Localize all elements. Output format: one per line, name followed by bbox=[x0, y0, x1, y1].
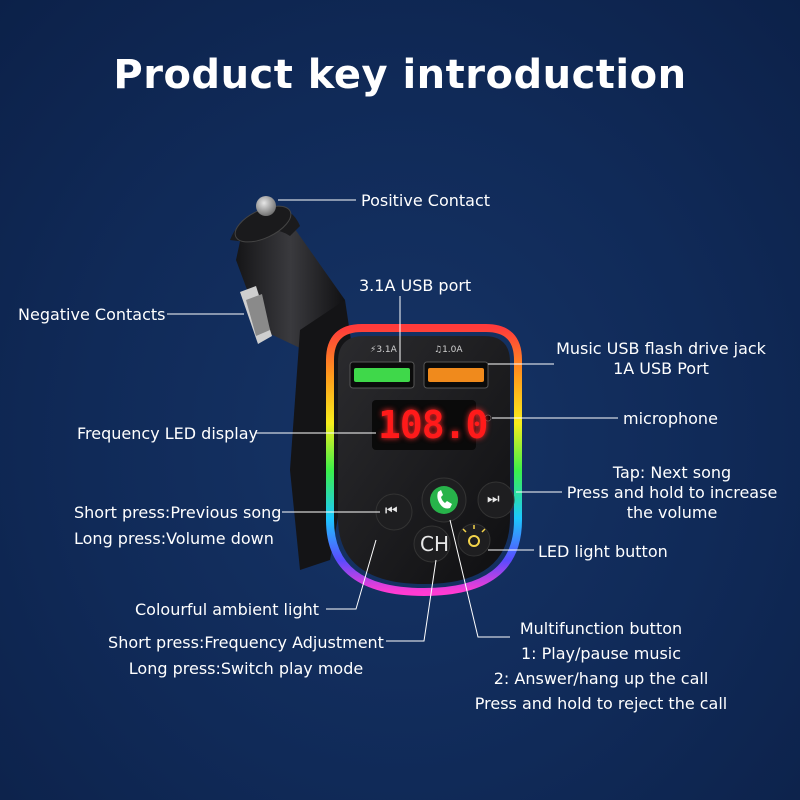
label-ambient-light: Colourful ambient light bbox=[135, 600, 320, 619]
label-ch-line1: Short press:Frequency Adjustment bbox=[108, 633, 384, 652]
phone-icon bbox=[437, 490, 452, 509]
label-ch-button: Short press:Frequency Adjustment Long pr… bbox=[106, 630, 386, 681]
bulb-icon bbox=[468, 535, 480, 547]
label-music-usb-line2: 1A USB Port bbox=[613, 359, 709, 378]
positive-contact-tip bbox=[256, 196, 276, 216]
ch-button[interactable] bbox=[413, 525, 451, 563]
label-ch-line2: Long press:Switch play mode bbox=[128, 659, 364, 678]
label-frequency-display: Frequency LED display bbox=[77, 424, 258, 443]
bulb-rays-icon bbox=[462, 525, 486, 533]
label-prev-line2: Long press:Volume down bbox=[74, 529, 274, 548]
next-button[interactable] bbox=[477, 481, 515, 519]
label-multi-line1: Multifunction button bbox=[519, 619, 683, 638]
label-microphone: microphone bbox=[623, 409, 718, 428]
label-multi-line4: Press and hold to reject the call bbox=[474, 694, 728, 713]
port-10a-label: ♫1.0A bbox=[434, 345, 463, 355]
label-next-line2: Press and hold to increase bbox=[566, 483, 778, 502]
previous-icon: ⏮ bbox=[385, 503, 398, 519]
phone-icon-bg bbox=[430, 486, 458, 514]
label-prev-line1: Short press:Previous song bbox=[74, 503, 282, 522]
page-title: Product key introduction bbox=[113, 52, 687, 98]
label-usb-31a: 3.1A USB port bbox=[359, 276, 472, 295]
microphone-hole bbox=[484, 414, 492, 422]
label-led-button: LED light button bbox=[538, 542, 668, 561]
car-plug bbox=[230, 196, 345, 348]
next-icon: ⏭ bbox=[487, 491, 500, 507]
frequency-display-value: 108.0 bbox=[378, 403, 488, 447]
label-negative-contacts: Negative Contacts bbox=[18, 305, 166, 324]
label-next-line1: Tap: Next song bbox=[612, 463, 732, 482]
label-multifunction: Multifunction button 1: Play/pause music… bbox=[470, 616, 732, 716]
label-music-usb: Music USB flash drive jack 1A USB Port bbox=[556, 336, 766, 381]
ch-button-label: CH bbox=[420, 532, 450, 556]
label-next-song: Tap: Next song Press and hold to increas… bbox=[562, 460, 782, 525]
callout-lines bbox=[167, 199, 618, 642]
label-positive-contact: Positive Contact bbox=[361, 191, 491, 210]
led-display-panel bbox=[372, 400, 476, 450]
label-multi-line3: 2: Answer/hang up the call bbox=[493, 669, 709, 688]
label-music-usb-line1: Music USB flash drive jack bbox=[556, 339, 766, 358]
label-multi-line2: 1: Play/pause music bbox=[520, 644, 682, 663]
label-previous-song: Short press:Previous song Long press:Vol… bbox=[74, 500, 281, 551]
port-31a-label: ⚡3.1A bbox=[370, 345, 397, 355]
label-next-line3: the volume bbox=[626, 503, 718, 522]
